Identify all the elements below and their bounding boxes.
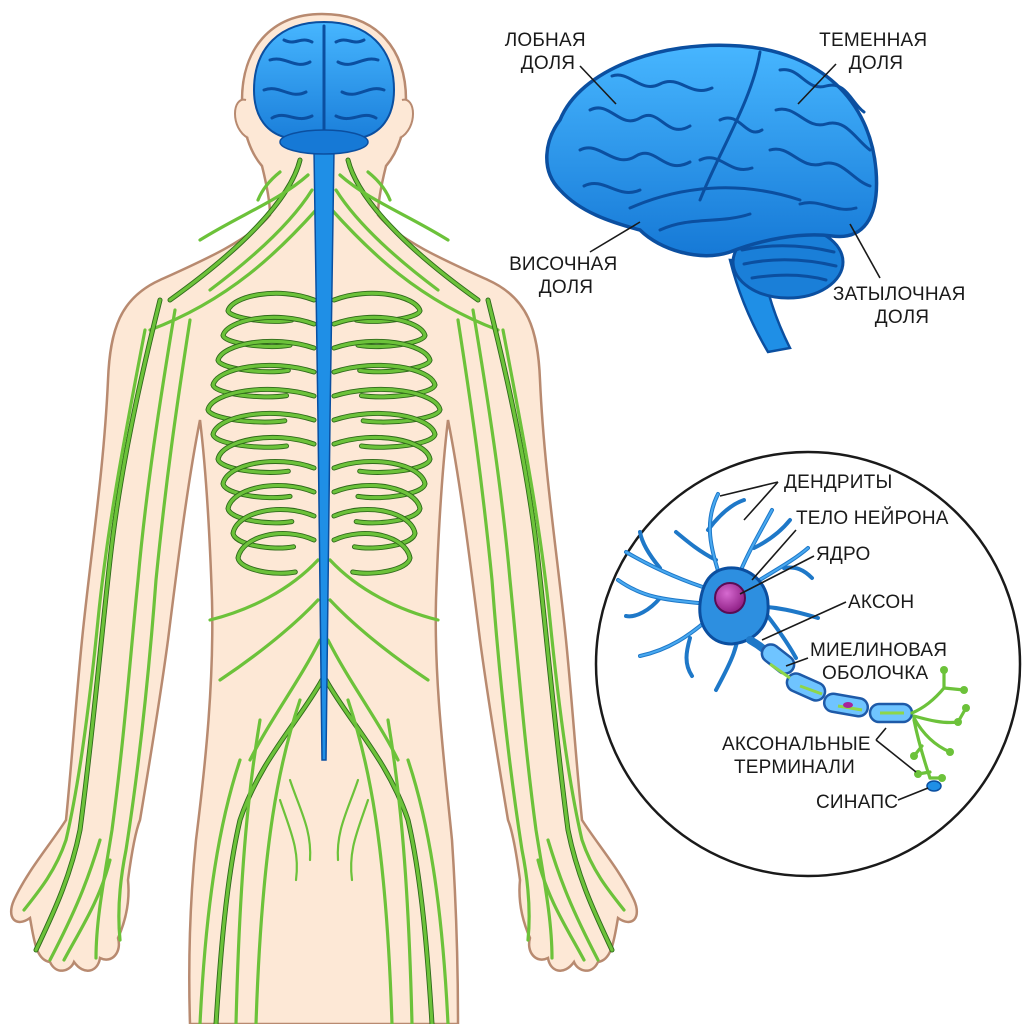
intercostal-nerves bbox=[205, 290, 443, 576]
arm-nerves bbox=[22, 297, 626, 962]
left-ear bbox=[234, 98, 249, 139]
brain-labels: ЛОБНАЯ ДОЛЯ ТЕМЕННАЯ ДОЛЯ ВИСОЧНАЯ ДОЛЯ … bbox=[505, 30, 971, 328]
right-ear bbox=[399, 98, 414, 139]
frontal-lobe-label: ЛОБНАЯ ДОЛЯ bbox=[505, 30, 592, 74]
intercostal-nerve bbox=[332, 315, 427, 349]
parietal-lobe-leader bbox=[797, 63, 837, 105]
axon-terminals bbox=[910, 666, 970, 792]
axon-terminals-label: АКСОНАЛЬНЫЕ ТЕРМИНАЛИ bbox=[722, 734, 876, 778]
central-nervous-system bbox=[252, 20, 396, 761]
intercostal-nerve bbox=[206, 387, 316, 424]
intercostal-nerve bbox=[216, 339, 316, 374]
intercostal-nerve bbox=[231, 508, 316, 550]
intercostal-nerve bbox=[332, 411, 437, 449]
dendrites-leader bbox=[719, 481, 779, 521]
axon-leader bbox=[761, 601, 847, 641]
intercostal-nerve bbox=[211, 363, 316, 399]
neuron-body-leader bbox=[751, 529, 797, 581]
neuron-inset: ДЕНДРИТЫ ТЕЛО НЕЙРОНА ЯДРО АКСОН МИЕЛИНО… bbox=[594, 450, 1022, 878]
intercostal-nerve bbox=[332, 508, 417, 550]
intercostal-nerve bbox=[332, 531, 412, 575]
intercostal-nerve bbox=[332, 363, 437, 399]
parietal-lobe-label: ТЕМЕННАЯ ДОЛЯ bbox=[819, 30, 933, 74]
peripheral-nerves bbox=[22, 157, 626, 1024]
intercostal-nerve bbox=[332, 459, 427, 500]
temporal-lobe-leader bbox=[589, 221, 641, 253]
nucleus-leader bbox=[739, 555, 815, 595]
occipital-lobe-label: ЗАТЫЛОЧНАЯ ДОЛЯ bbox=[833, 284, 971, 328]
intercostal-nerve bbox=[332, 435, 432, 475]
dendrites-label: ДЕНДРИТЫ bbox=[784, 472, 892, 493]
myelin-sheath-leader bbox=[785, 657, 809, 667]
temporal-lobe-label: ВИСОЧНАЯ ДОЛЯ bbox=[509, 254, 623, 298]
brain-inset bbox=[545, 43, 879, 354]
intercostal-nerve bbox=[332, 387, 442, 424]
axon-label: АКСОН bbox=[848, 592, 914, 613]
intercostal-nerve bbox=[216, 435, 316, 475]
intercostal-nerve bbox=[332, 339, 432, 374]
intercostal-nerve bbox=[211, 411, 316, 449]
frontal-lobe-leader bbox=[579, 65, 617, 105]
synapse-label: СИНАПС bbox=[816, 792, 898, 813]
intercostal-nerve bbox=[221, 459, 316, 500]
intercostal-nerve bbox=[332, 484, 422, 525]
neuron-nucleus bbox=[714, 582, 746, 614]
intercostal-nerve bbox=[226, 484, 316, 525]
intercostal-nerve bbox=[332, 291, 422, 323]
axon-terminals-leader bbox=[875, 727, 917, 773]
neuron-body-label: ТЕЛО НЕЙРОНА bbox=[796, 507, 949, 529]
cervical-nerves bbox=[148, 157, 500, 332]
head-cerebellum bbox=[279, 129, 369, 155]
synapse-cleft bbox=[926, 780, 942, 792]
intercostal-nerve bbox=[236, 531, 316, 575]
synapse-leader bbox=[897, 787, 929, 801]
cerebrum bbox=[545, 43, 879, 258]
intercostal-nerve bbox=[226, 291, 316, 323]
occipital-lobe-leader bbox=[849, 223, 881, 279]
nucleus-label: ЯДРО bbox=[816, 544, 870, 565]
lumbar-leg-nerves bbox=[198, 558, 450, 1024]
myelin-sheath-label: МИЕЛИНОВАЯ ОБОЛОЧКА bbox=[810, 640, 953, 684]
myelin-sheath bbox=[760, 643, 914, 724]
intercostal-nerve bbox=[221, 315, 316, 349]
